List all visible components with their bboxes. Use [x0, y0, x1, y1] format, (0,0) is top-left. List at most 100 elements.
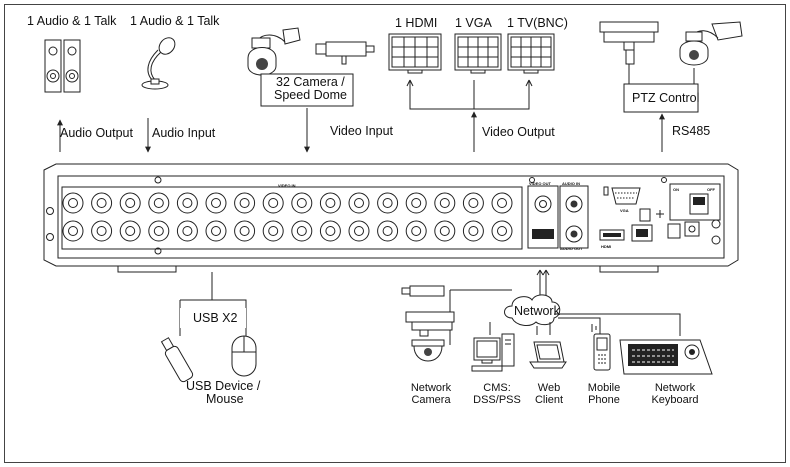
device-label-line2: Phone	[588, 394, 620, 406]
terminal-block-icon	[532, 229, 554, 239]
bnc-connector-core	[382, 198, 393, 208]
ptz-box-camera-icon	[599, 21, 659, 65]
bnc-connector-core	[182, 198, 193, 208]
bnc-connector-core	[325, 226, 336, 236]
monitor-bracket	[409, 80, 530, 110]
bnc-connector-core	[125, 198, 136, 208]
network-bullet-camera-icon	[401, 285, 445, 297]
camera-label-line2: Speed Dome	[274, 88, 347, 102]
audio-input-label: Audio Input	[152, 126, 216, 140]
device-label-line2: DSS/PSS	[473, 394, 521, 406]
dvr-rear-panel	[43, 163, 739, 273]
network-link-lines	[539, 270, 547, 296]
bnc-connector-icon	[62, 220, 84, 242]
panel-vga-label: VGA	[620, 208, 629, 213]
bnc-connector-icon	[319, 192, 341, 214]
microphone-icon	[141, 37, 176, 90]
bnc-connector-core	[68, 226, 78, 236]
bnc-connector-grid	[62, 192, 513, 242]
video-out-bnc-icon	[534, 195, 552, 213]
panel-audio-in-label: AUDIO IN	[562, 181, 580, 186]
rs485-port-icon	[667, 223, 681, 239]
bnc-connector-core	[153, 198, 164, 208]
laptop-icon	[529, 341, 567, 369]
bnc-connector-core	[68, 198, 78, 208]
device-label-line1: Mobile	[588, 382, 620, 394]
panel-hdmi-label: HDMI	[601, 244, 611, 249]
rs485-label: RS485	[672, 124, 710, 138]
device-label-line1: Web	[538, 382, 560, 394]
cms-computer-icon	[471, 333, 515, 372]
audio-talk-right-label: 1 Audio & 1 Talk	[130, 14, 220, 28]
device-label-line2: Client	[535, 394, 563, 406]
bnc-connector-icon	[262, 220, 284, 242]
bnc-connector-icon	[377, 192, 399, 214]
bnc-connector-core	[354, 226, 364, 236]
device-label-line1: Network	[411, 382, 452, 394]
bnc-connector-core	[211, 226, 221, 236]
audio-talk-left-label: 1 Audio & 1 Talk	[27, 14, 117, 28]
device-label-line1: Network	[655, 382, 696, 394]
ptz-label-box	[623, 83, 699, 113]
camera-label-box	[260, 73, 354, 107]
bnc-connector-core	[382, 226, 393, 236]
bnc-connector-core	[354, 198, 364, 208]
hdmi-label: 1 HDMI	[395, 16, 437, 30]
usb-port-icon	[639, 208, 651, 222]
audio-output-label: Audio Output	[60, 126, 133, 140]
bnc-connector-core	[497, 226, 507, 236]
tv-label: 1 TV(BNC)	[507, 16, 568, 30]
box-camera-icon	[315, 41, 375, 65]
bnc-connector-core	[268, 198, 279, 208]
bnc-connector-core	[468, 226, 479, 236]
ptz-dome-icon	[679, 21, 743, 66]
device-label-line1: CMS:	[483, 382, 511, 394]
bnc-connector-icon	[62, 192, 84, 214]
bnc-connector-icon	[319, 220, 341, 242]
ptz-label: PTZ Control	[632, 91, 699, 105]
bnc-connector-icon	[205, 192, 227, 214]
bnc-connector-core	[211, 198, 221, 208]
bnc-connector-core	[239, 198, 250, 208]
speaker-icon	[44, 39, 81, 93]
bnc-connector-icon	[119, 220, 141, 242]
tv-monitor-icon	[507, 33, 555, 74]
video-input-label: Video Input	[330, 124, 394, 138]
bnc-connector-icon	[405, 220, 427, 242]
panel-video-in-label: VIDEO IN	[278, 183, 296, 188]
bnc-connector-core	[439, 198, 450, 208]
panel-on-label: ON	[673, 187, 679, 192]
bnc-connector-core	[96, 226, 107, 236]
bnc-connector-core	[468, 198, 479, 208]
bnc-connector-icon	[377, 220, 399, 242]
bnc-connector-icon	[205, 220, 227, 242]
vga-port-icon	[603, 186, 641, 205]
usb-drive-icon	[160, 337, 194, 383]
bnc-connector-core	[411, 226, 422, 236]
device-label-line2: Camera	[411, 394, 451, 406]
bnc-connector-icon	[262, 192, 284, 214]
bnc-connector-icon	[148, 220, 170, 242]
network-keyboard-icon	[619, 339, 713, 375]
bnc-connector-core	[497, 198, 507, 208]
diagram-frame	[4, 4, 786, 463]
bnc-connector-icon	[462, 220, 484, 242]
hdmi-monitor-icon	[388, 33, 442, 74]
bnc-connector-icon	[234, 192, 256, 214]
bnc-connector-icon	[462, 192, 484, 214]
panel-video-out-label: VIDEO OUT	[529, 181, 552, 186]
bnc-connector-core	[96, 198, 107, 208]
bnc-connector-icon	[491, 192, 513, 214]
network-box-camera-icon	[405, 311, 455, 337]
panel-off-label: OFF	[707, 187, 716, 192]
bnc-connector-icon	[291, 220, 313, 242]
bnc-connector-icon	[148, 192, 170, 214]
network-label: Network	[514, 304, 561, 318]
usb-device-label-line1: USB Device /	[186, 379, 261, 393]
bnc-connector-icon	[434, 192, 456, 214]
bnc-connector-icon	[434, 220, 456, 242]
camera-label-line1: 32 Camera /	[276, 75, 345, 89]
bnc-connector-icon	[91, 220, 113, 242]
power-jack-icon	[684, 221, 700, 237]
